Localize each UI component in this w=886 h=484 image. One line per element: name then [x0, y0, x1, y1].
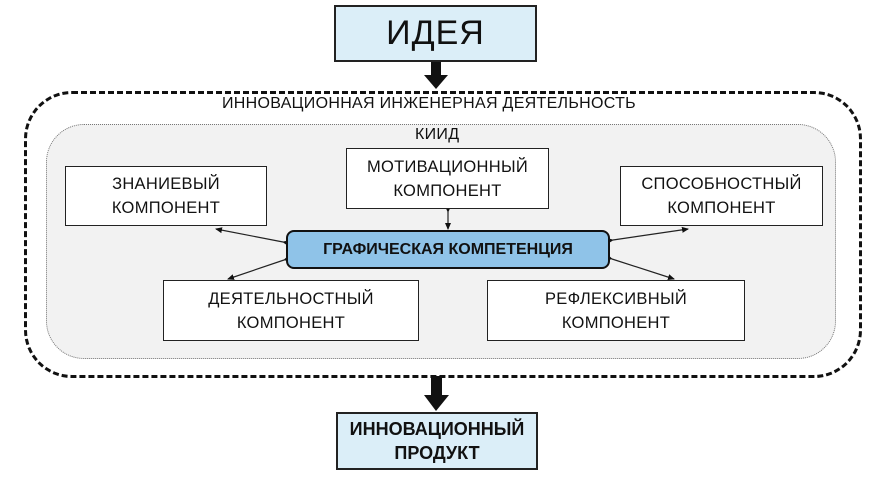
- motivation-component-line2: КОМПОНЕНТ: [393, 181, 502, 200]
- kiid-label: КИИД: [415, 126, 460, 143]
- connector-ability: [606, 226, 689, 244]
- knowledge-component-line2: КОМПОНЕНТ: [111, 199, 221, 217]
- innovative-product-box: ИННОВАЦИОННЫЙ ПРОДУКТ: [336, 412, 538, 470]
- reflexive-component-line1: РЕФЛЕКСИВНЫЙ: [544, 289, 688, 308]
- product-down-arrow: [424, 376, 449, 411]
- reflexive-component-line2: КОМПОНЕНТ: [561, 313, 671, 332]
- activity-component-line1: ДЕЯТЕЛЬНОСТНЫЙ: [208, 289, 374, 308]
- product-line1: ИННОВАЦИОННЫЙ: [349, 419, 525, 439]
- ability-component-line2: КОМПОНЕНТ: [667, 199, 776, 217]
- motivation-component-box: МОТИВАЦИОННЫЙ КОМПОНЕНТ: [346, 148, 549, 209]
- connector-activity: [227, 255, 291, 280]
- activity-label: ИННОВАЦИОННАЯ ИНЖЕНЕРНАЯ ДЕЯТЕЛЬНОСТЬ: [222, 95, 636, 112]
- graphic-competence-box: ГРАФИЧЕСКАЯ КОМПЕТЕНЦИЯ: [286, 230, 610, 269]
- knowledge-component-box: ЗНАНИЕВЫЙ КОМПОНЕНТ: [65, 166, 267, 226]
- connector-reflexive: [605, 254, 675, 281]
- idea-label: ИДЕЯ: [386, 14, 485, 52]
- activity-component-line2: КОМПОНЕНТ: [236, 313, 346, 332]
- ability-component-box: СПОСОБНОСТНЫЙ КОМПОНЕНТ: [620, 166, 823, 226]
- motivation-component-line1: МОТИВАЦИОННЫЙ: [366, 157, 529, 176]
- innovative-engineering-activity-container: [24, 91, 862, 378]
- idea-box: ИДЕЯ: [334, 5, 537, 62]
- idea-down-arrow: [424, 62, 448, 89]
- ability-component-line1: СПОСОБНОСТНЫЙ: [641, 175, 802, 193]
- graphic-competence-label: ГРАФИЧЕСКАЯ КОМПЕТЕНЦИЯ: [323, 240, 573, 258]
- product-line2: ПРОДУКТ: [394, 443, 480, 463]
- activity-component-box: ДЕЯТЕЛЬНОСТНЫЙ КОМПОНЕНТ: [163, 280, 419, 341]
- knowledge-component-line1: ЗНАНИЕВЫЙ: [112, 175, 220, 193]
- connector-knowledge: [215, 227, 290, 247]
- reflexive-component-box: РЕФЛЕКСИВНЫЙ КОМПОНЕНТ: [487, 280, 745, 341]
